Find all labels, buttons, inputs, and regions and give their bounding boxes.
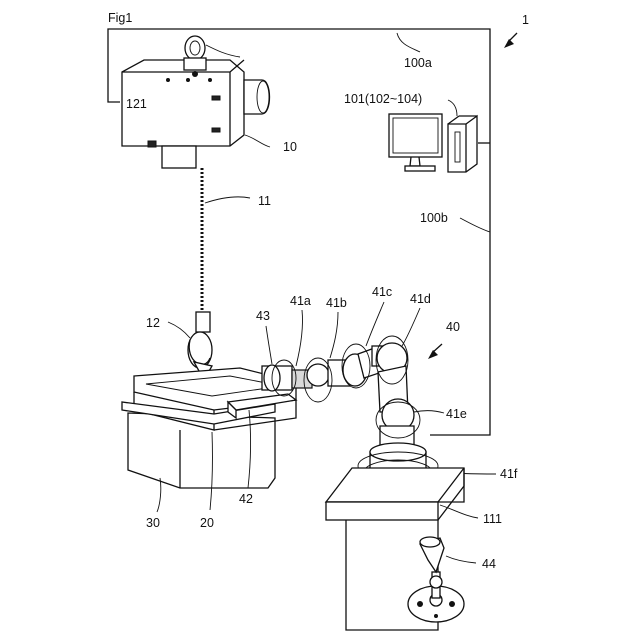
leader-end-effector bbox=[266, 326, 272, 364]
leader-joint-d bbox=[402, 308, 420, 346]
robot-arm bbox=[262, 343, 432, 484]
label-hoist: 10 bbox=[283, 140, 297, 154]
label-robot: 40 bbox=[446, 320, 460, 334]
leader-100b bbox=[460, 218, 490, 232]
leader-joint-a bbox=[296, 310, 303, 366]
leader-chain bbox=[205, 197, 250, 203]
label-joint-e: 41e bbox=[446, 407, 467, 421]
label-system: 1 bbox=[522, 13, 529, 27]
leader-100a bbox=[397, 33, 420, 52]
label-joint-c: 41c bbox=[372, 285, 392, 299]
label-chain: 11 bbox=[258, 194, 271, 208]
label-joint-b: 41b bbox=[326, 296, 347, 310]
label-hoist-panel: 121 bbox=[126, 97, 147, 111]
label-joint-f: 41f bbox=[500, 467, 518, 481]
leader-container bbox=[157, 478, 161, 512]
system-arrow bbox=[504, 33, 517, 48]
label-joint-a: 41a bbox=[290, 294, 311, 308]
computer bbox=[389, 114, 477, 172]
label-joint-d: 41d bbox=[410, 292, 431, 306]
label-hook: 12 bbox=[146, 316, 160, 330]
joystick bbox=[408, 537, 464, 622]
leader-joystick bbox=[446, 556, 476, 563]
label-joystick: 44 bbox=[482, 557, 496, 571]
label-base: 111 bbox=[483, 512, 502, 526]
label-end-effector: 43 bbox=[256, 309, 270, 323]
leader-hoist bbox=[245, 135, 270, 147]
leader-joint-b bbox=[330, 312, 338, 358]
label-container: 30 bbox=[146, 516, 160, 530]
robot-arrow bbox=[428, 344, 442, 359]
leader-computer bbox=[448, 100, 457, 116]
label-computer: 101(102~104) bbox=[344, 92, 422, 106]
leader-joint-c bbox=[366, 302, 384, 346]
figure-title: Fig1 bbox=[108, 11, 132, 25]
leader-top-hook bbox=[206, 45, 240, 57]
leader-hook bbox=[168, 322, 190, 338]
label-gripper: 42 bbox=[239, 492, 253, 506]
label-cable-a: 100a bbox=[404, 56, 432, 70]
label-object: 20 bbox=[200, 516, 214, 530]
leader-base bbox=[440, 505, 478, 518]
label-cable-b: 100b bbox=[420, 211, 448, 225]
